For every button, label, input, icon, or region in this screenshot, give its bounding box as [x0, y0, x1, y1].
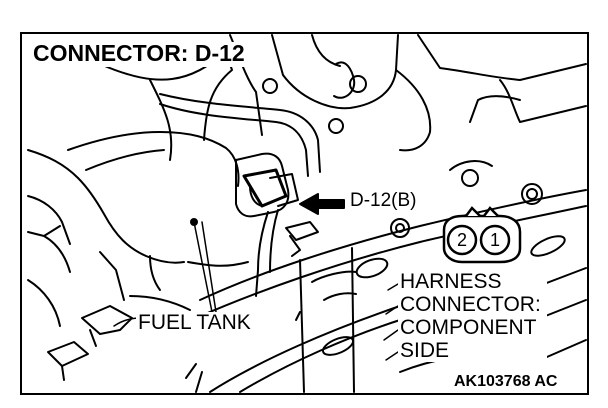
- sensor-harness-wire: [255, 211, 269, 297]
- fuel-tank-leader: [193, 221, 213, 313]
- fuel-tank-label: FUEL TANK: [136, 311, 253, 334]
- arrow-left-icon: [299, 193, 345, 215]
- harness-caption-line: HARNESS: [400, 270, 502, 293]
- harness-leader-4: [385, 351, 399, 361]
- lower-left-bracket: [81, 305, 133, 335]
- upper-bracket: [271, 34, 399, 110]
- harness-pin-1: 1: [489, 230, 500, 250]
- connector-callout-label: D-12(B): [348, 190, 419, 211]
- fuel-pipe: [159, 93, 321, 173]
- upper-housing-lip: [229, 34, 263, 136]
- harness-leader-1: [387, 283, 399, 291]
- sensor-connector-d12: [242, 168, 288, 208]
- crossmember-upper: [199, 189, 587, 301]
- harness-caption-line: SIDE: [400, 339, 450, 362]
- figure-id: AK103768 AC: [452, 373, 560, 390]
- harness-caption-line: COMPONENT: [400, 316, 537, 339]
- fuel-tank-outline: [27, 149, 185, 264]
- harness-leader-2: [385, 305, 399, 315]
- harness-pin-2: 2: [456, 230, 467, 250]
- crossmember-lower: [209, 305, 401, 393]
- harness-caption-line: CONNECTOR:: [400, 293, 541, 316]
- page-title: CONNECTOR: D-12: [30, 42, 248, 67]
- diagram-border: [20, 32, 589, 395]
- harness-connector-icon: [442, 206, 522, 264]
- harness-connector-caption: HARNESS CONNECTOR: COMPONENT SIDE: [398, 268, 547, 362]
- harness-leader-3: [383, 329, 399, 341]
